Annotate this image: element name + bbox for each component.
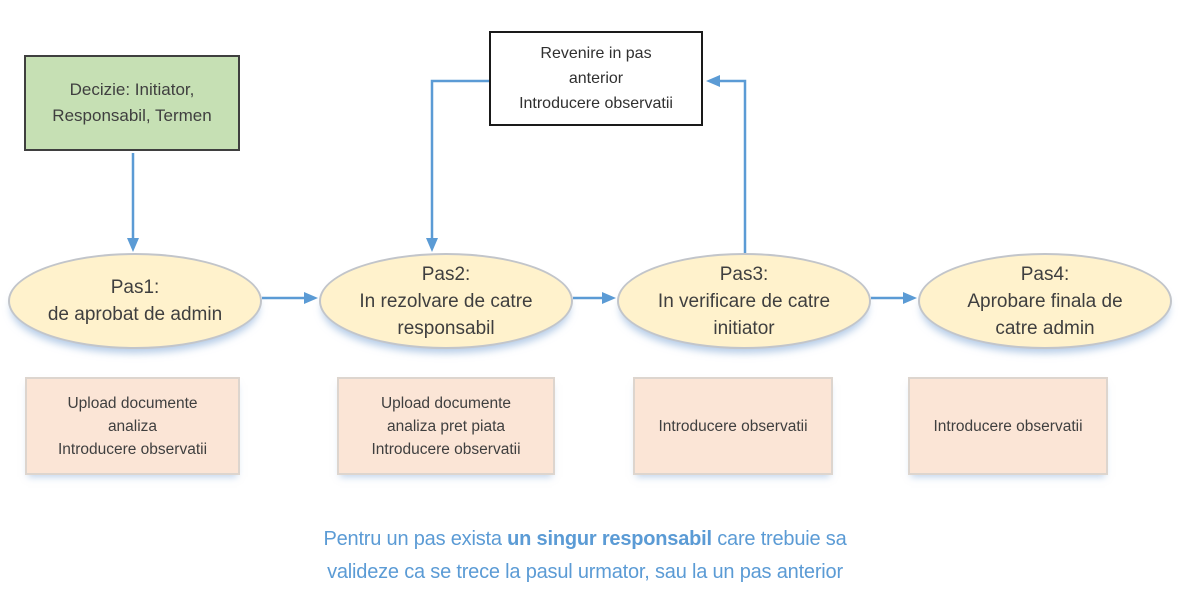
arrow-return-to-pas2 — [426, 79, 489, 252]
step-ellipse-pas3: Pas3: In verificare de catre initiator — [617, 253, 871, 349]
action-box-pas3: Introducere observatii — [633, 377, 833, 475]
step-title: Pas3: — [719, 263, 769, 285]
step-subtitle: de aprobat de admin — [47, 304, 223, 325]
step-ellipse-pas4: Pas4: Aprobare finala de catre admin — [918, 253, 1172, 349]
action-box-label: Introducere observatii — [658, 417, 808, 435]
step-subtitle: Aprobare finala de catre admin — [967, 290, 1123, 339]
step-ellipse-pas1: Pas1: de aprobat de admin — [8, 253, 262, 349]
note-text-suffix: care trebuie sa — [711, 528, 847, 550]
step-title: Pas4: — [1020, 263, 1070, 285]
return-box-label: Revenire in pas anterior Introducere obs… — [519, 45, 673, 112]
decision-box: Decizie: Initiator, Responsabil, Termen — [24, 55, 240, 151]
note-text-bold: un singur responsabil — [507, 528, 712, 550]
step-title: Pas2: — [421, 263, 471, 285]
footer-note: Pentru un pas exista un singur responsab… — [0, 523, 1170, 589]
action-box-pas2: Upload documente analiza pret piata Intr… — [337, 377, 555, 475]
action-box-label: Upload documente analiza pret piata Intr… — [371, 394, 521, 458]
step-title: Pas1: — [110, 277, 160, 298]
action-box-label: Upload documente analiza Introducere obs… — [57, 394, 208, 458]
step-subtitle: In rezolvare de catre responsabil — [359, 290, 533, 339]
step-ellipse-pas2: Pas2: In rezolvare de catre responsabil — [319, 253, 573, 349]
note-text-line2: valideze ca se trece la pasul urmator, s… — [327, 561, 843, 583]
arrow-pas3-to-return — [706, 75, 747, 253]
action-box-pas1: Upload documente analiza Introducere obs… — [25, 377, 240, 475]
note-text-prefix: Pentru un pas exista — [323, 528, 508, 550]
action-box-pas4: Introducere observatii — [908, 377, 1108, 475]
decision-box-label: Decizie: Initiator, Responsabil, Termen — [52, 80, 212, 125]
action-box-label: Introducere observatii — [933, 417, 1083, 435]
return-box: Revenire in pas anterior Introducere obs… — [489, 31, 703, 126]
step-subtitle: In verificare de catre initiator — [657, 290, 831, 339]
